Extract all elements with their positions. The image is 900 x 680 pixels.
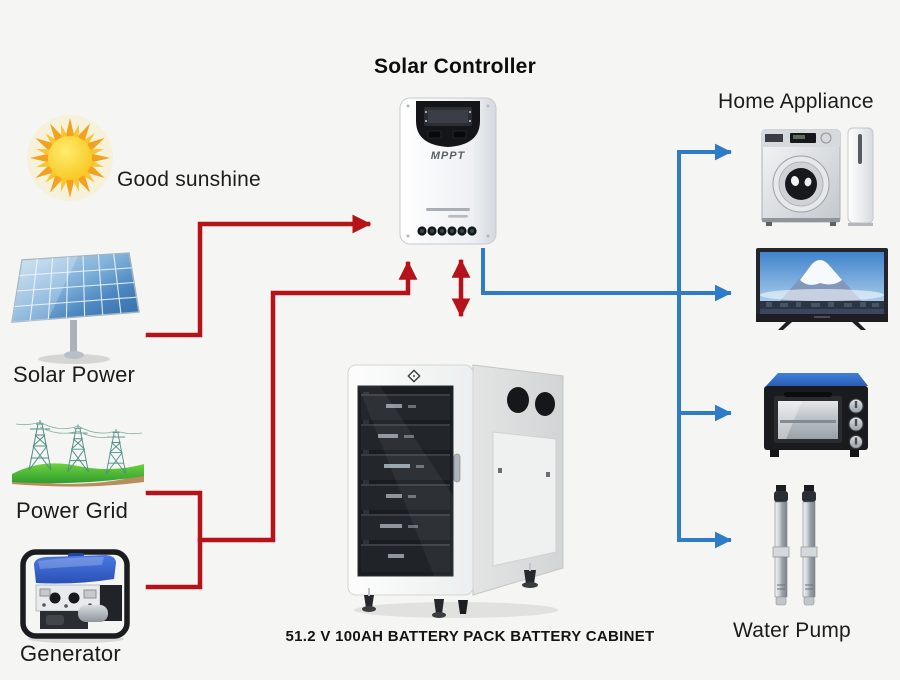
label-solar-power: Solar Power [13,362,136,387]
label-power-grid: Power Grid [16,498,129,523]
line-to-water-pump [677,291,732,549]
oven-knobs [848,398,864,449]
label-generator: Generator [20,641,121,666]
television-image [756,248,888,330]
washing-machine-image [761,127,874,226]
solar-controller-image: MPPT [399,97,497,245]
solar-panel-image [11,252,140,364]
mppt-logo-text: MPPT [431,150,466,162]
battery-cabinet-image [347,364,564,618]
line-grid-to-controller [197,260,418,543]
label-home-appliance: Home Appliance [718,90,874,113]
label-good-sunshine: Good sunshine [117,168,261,191]
page-title: Solar Controller [374,55,536,78]
line-controller-to-tv [481,248,732,302]
line-to-home-appliance [677,143,732,295]
pump-right [800,485,818,606]
generator-image [20,549,130,643]
pump-left [772,485,790,606]
sun-icon [27,115,113,201]
water-pump-image [772,485,818,606]
battery-caption: 51.2 V 100AH BATTERY PACK BATTERY CABINE… [285,628,655,645]
air-conditioner-image [847,127,874,226]
label-water-pump: Water Pump [733,619,851,642]
line-grid-generator-junction [145,490,203,590]
power-grid-image [12,419,144,487]
line-solar-to-controller [145,214,372,338]
oven-image [764,373,868,457]
